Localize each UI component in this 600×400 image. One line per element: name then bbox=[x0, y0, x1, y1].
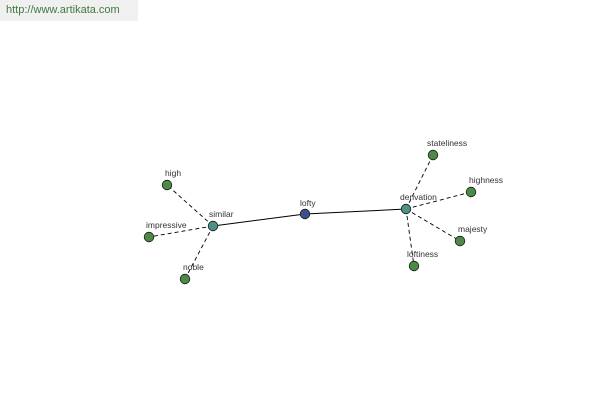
node-label-majesty: majesty bbox=[458, 224, 488, 234]
node-stateliness[interactable] bbox=[427, 149, 439, 161]
node-loftiness[interactable] bbox=[408, 260, 420, 272]
node-label-noble: noble bbox=[183, 262, 204, 272]
node-label-highness: highness bbox=[469, 175, 503, 185]
node-high[interactable] bbox=[161, 179, 173, 191]
labels-layer: lofty similar derivation high impressive nobl… bbox=[146, 138, 503, 272]
nodes-layer bbox=[143, 149, 477, 285]
edge-similar-high bbox=[166, 184, 214, 227]
node-highness[interactable] bbox=[465, 186, 477, 198]
node-lofty[interactable] bbox=[299, 208, 311, 220]
edge-derivation-majesty bbox=[405, 208, 461, 242]
site-url-link[interactable]: http://www.artikata.com bbox=[0, 0, 138, 21]
node-label-derivation: derivation bbox=[400, 192, 437, 202]
node-label-lofty: lofty bbox=[300, 198, 316, 208]
node-label-impressive: impressive bbox=[146, 220, 187, 230]
node-majesty[interactable] bbox=[454, 235, 466, 247]
node-label-high: high bbox=[165, 168, 181, 178]
edge-lofty-similar bbox=[212, 213, 306, 227]
node-similar[interactable] bbox=[207, 220, 219, 232]
node-noble[interactable] bbox=[179, 273, 191, 285]
edge-similar-impressive bbox=[148, 225, 214, 238]
node-label-similar: similar bbox=[209, 209, 234, 219]
node-derivation[interactable] bbox=[400, 203, 412, 215]
edge-lofty-derivation bbox=[304, 208, 407, 215]
edge-derivation-loftiness bbox=[405, 208, 415, 267]
edge-derivation-stateliness bbox=[405, 154, 434, 210]
edge-similar-noble bbox=[184, 225, 214, 280]
node-impressive[interactable] bbox=[143, 231, 155, 243]
node-label-stateliness: stateliness bbox=[427, 138, 467, 148]
edges-layer bbox=[148, 154, 472, 280]
node-label-loftiness: loftiness bbox=[407, 249, 438, 259]
